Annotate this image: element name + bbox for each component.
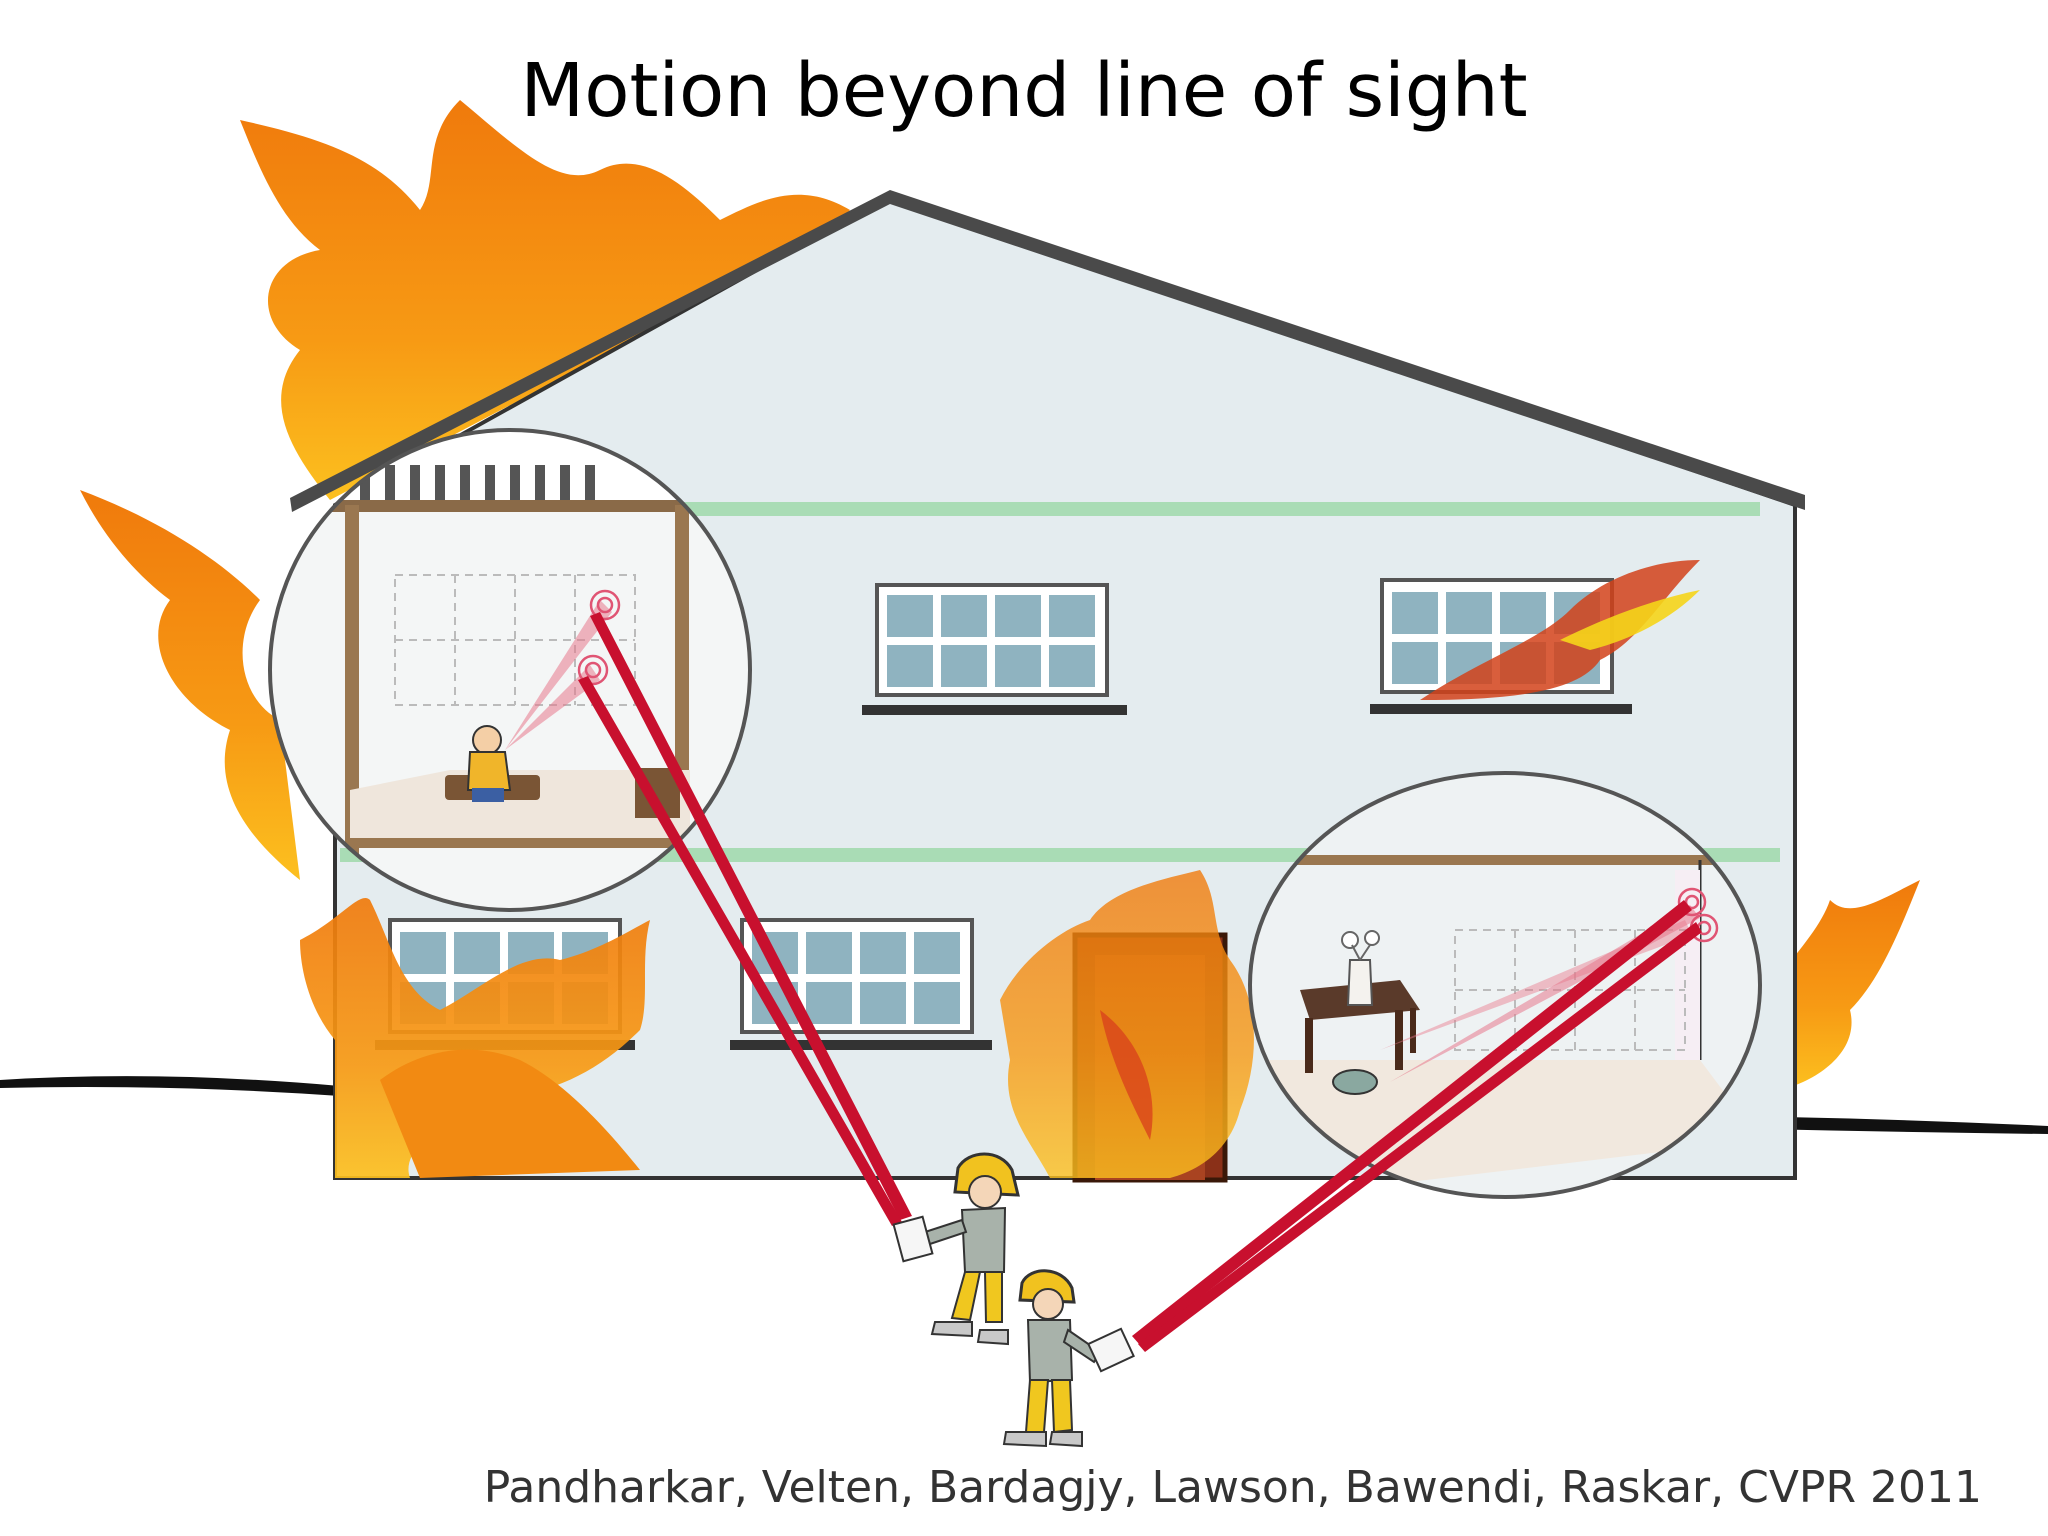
vase-icon [1341, 930, 1380, 1006]
laser-beam-icon [578, 612, 1702, 1352]
firefighter-icon [1002, 1269, 1135, 1448]
citation-text: Pandharkar, Velten, Bardagjy, Lawson, Ba… [483, 1462, 1982, 1513]
ground-line-right [1720, 1116, 2048, 1134]
ground-line-left [0, 1076, 340, 1096]
magnified-lower-room [1248, 771, 1762, 1199]
window-lower-middle [730, 918, 992, 1050]
window-upper-right [1370, 560, 1700, 714]
firefighter-icon [892, 1152, 1020, 1346]
slide-title: Motion beyond line of sight [520, 48, 1528, 134]
hostage-person-icon [466, 725, 512, 802]
fire-icon [300, 870, 1254, 1178]
magnified-upper-room [268, 428, 752, 912]
roof [290, 190, 1805, 512]
floor-trim-upper [560, 502, 1760, 516]
window-upper-middle [862, 583, 1127, 715]
